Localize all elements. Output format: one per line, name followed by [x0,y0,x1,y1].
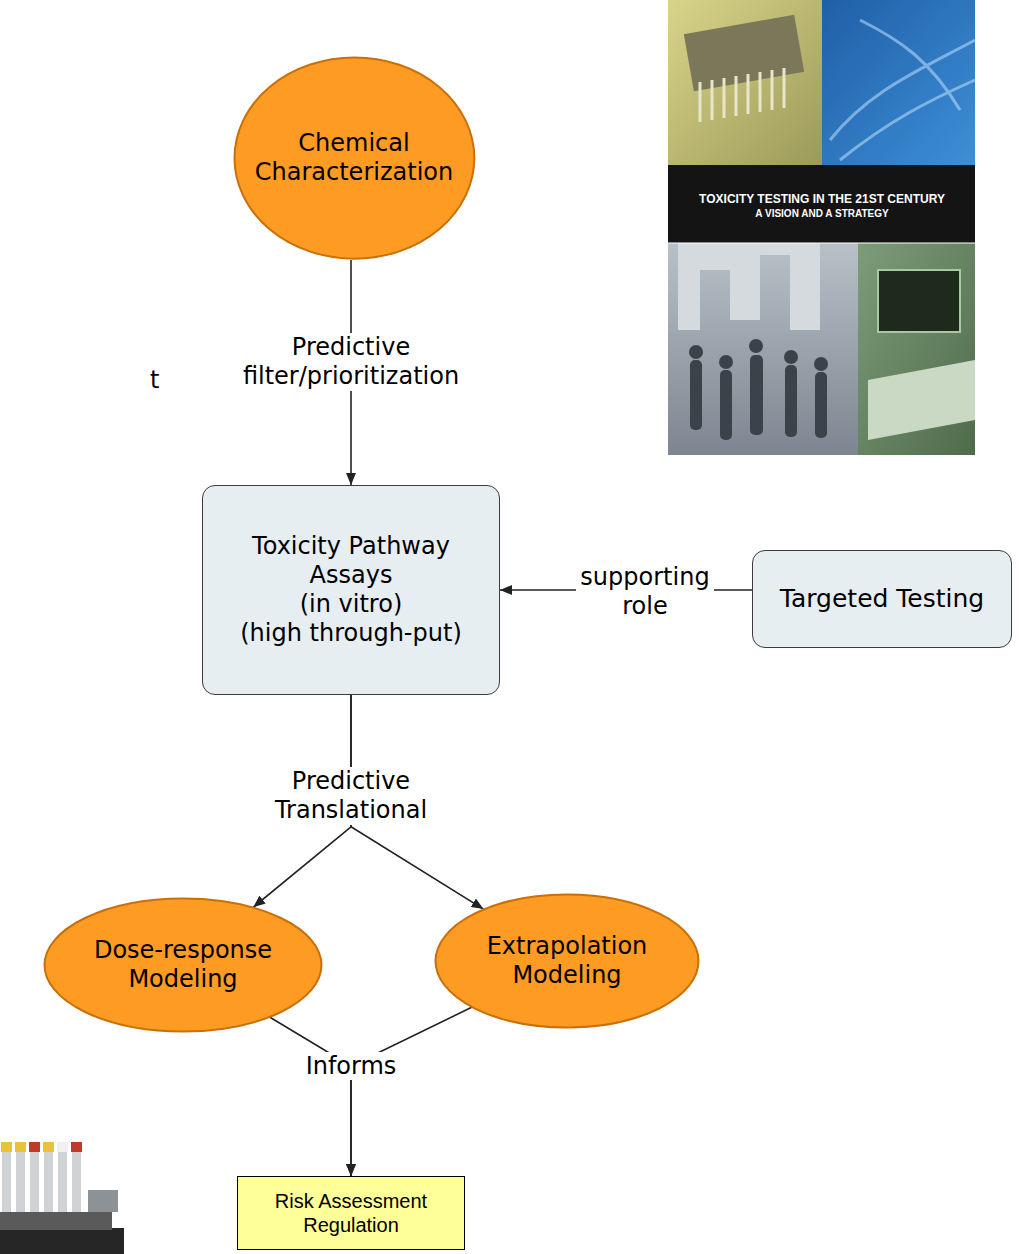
microchip-body [684,15,804,92]
pipette-tube [72,1150,81,1212]
node-label: Toxicity Pathway Assays [236,532,466,590]
person-figure [815,372,827,438]
node-label: Extrapolation Modeling [460,932,674,990]
node-label: (in vitro) [300,590,403,619]
robot-deck [0,1212,112,1230]
connector-label: supporting role [576,563,713,621]
node-text-stack: Toxicity Pathway Assays(in vitro)(high t… [236,532,466,647]
pipette-tube [2,1150,11,1212]
node-label: Targeted Testing [780,584,984,614]
ellipse-shape [436,895,699,1028]
node-label: Dose-response Modeling [71,936,295,994]
modeling-ellipse: Extrapolation Modeling [434,893,700,1029]
robot-head [88,1190,118,1212]
cover-crowd-photo [668,243,858,455]
node-text-stack: Targeted Testing [780,584,984,614]
cover-title: TOXICITY TESTING IN THE 21ST CENTURY [699,192,945,206]
fiber-streaks [830,20,975,160]
panel-divider [668,243,975,244]
cover-chip-panel [668,0,822,165]
liquid-handler-robot [0,1142,124,1254]
microchip-pins [700,68,784,122]
monitor-screen [878,270,960,332]
pipette-tube [16,1150,25,1212]
city-buildings [678,243,820,330]
assay-box: Toxicity Pathway Assays(in vitro)(high t… [202,485,500,695]
ellipse-shape [234,57,474,258]
node-text-stack: Chemical Characterization [247,129,461,187]
node-label: Risk Assessment Regulation [251,1189,451,1237]
tube-cap [1,1142,12,1152]
person-head [719,355,733,369]
cut-off-letter: t [150,366,159,395]
tube-cap [57,1142,68,1152]
pipette-tube [30,1150,39,1212]
node-text-stack: Risk Assessment Regulation [251,1189,451,1237]
regulation-box: Risk Assessment Regulation [237,1176,465,1250]
connector-arrow [270,1017,351,1176]
ellipse-shape [45,899,322,1032]
connector-label: Informs [302,1052,401,1081]
characterization-ellipse: Chemical Characterization [233,56,476,260]
tube-cap [71,1142,82,1152]
keyboard [868,360,975,440]
testing-box: Targeted Testing [752,550,1012,648]
cover-subtitle: A VISION AND A STRATEGY [755,208,888,220]
person-head [749,339,763,353]
person-figure [690,360,702,430]
node-text-stack: Dose-response Modeling [71,936,295,994]
person-head [784,350,798,364]
tube-cap [43,1142,54,1152]
crowd-silhouettes [689,339,828,440]
cover-title-band [668,165,975,243]
person-figure [785,365,797,437]
connector-arrow [351,1007,472,1176]
cover-blue-panel [822,0,975,165]
node-text-stack: Extrapolation Modeling [460,932,674,990]
connector-label: Predictive filter/prioritization [239,333,463,391]
pipette-tube [58,1150,67,1212]
person-figure [750,355,763,435]
robot-base [0,1228,124,1254]
book-cover [668,0,975,455]
node-label: Chemical Characterization [247,129,461,187]
modeling-ellipse: Dose-response Modeling [43,897,323,1033]
tube-cap [29,1142,40,1152]
tube-cap [15,1142,26,1152]
pipette-tube [44,1150,53,1212]
person-figure [720,370,732,440]
connector-label: Predictive Translational [271,767,431,825]
person-head [689,345,703,359]
node-label: (high through-put) [240,619,462,648]
person-head [814,357,828,371]
cover-computer-photo [858,243,975,455]
